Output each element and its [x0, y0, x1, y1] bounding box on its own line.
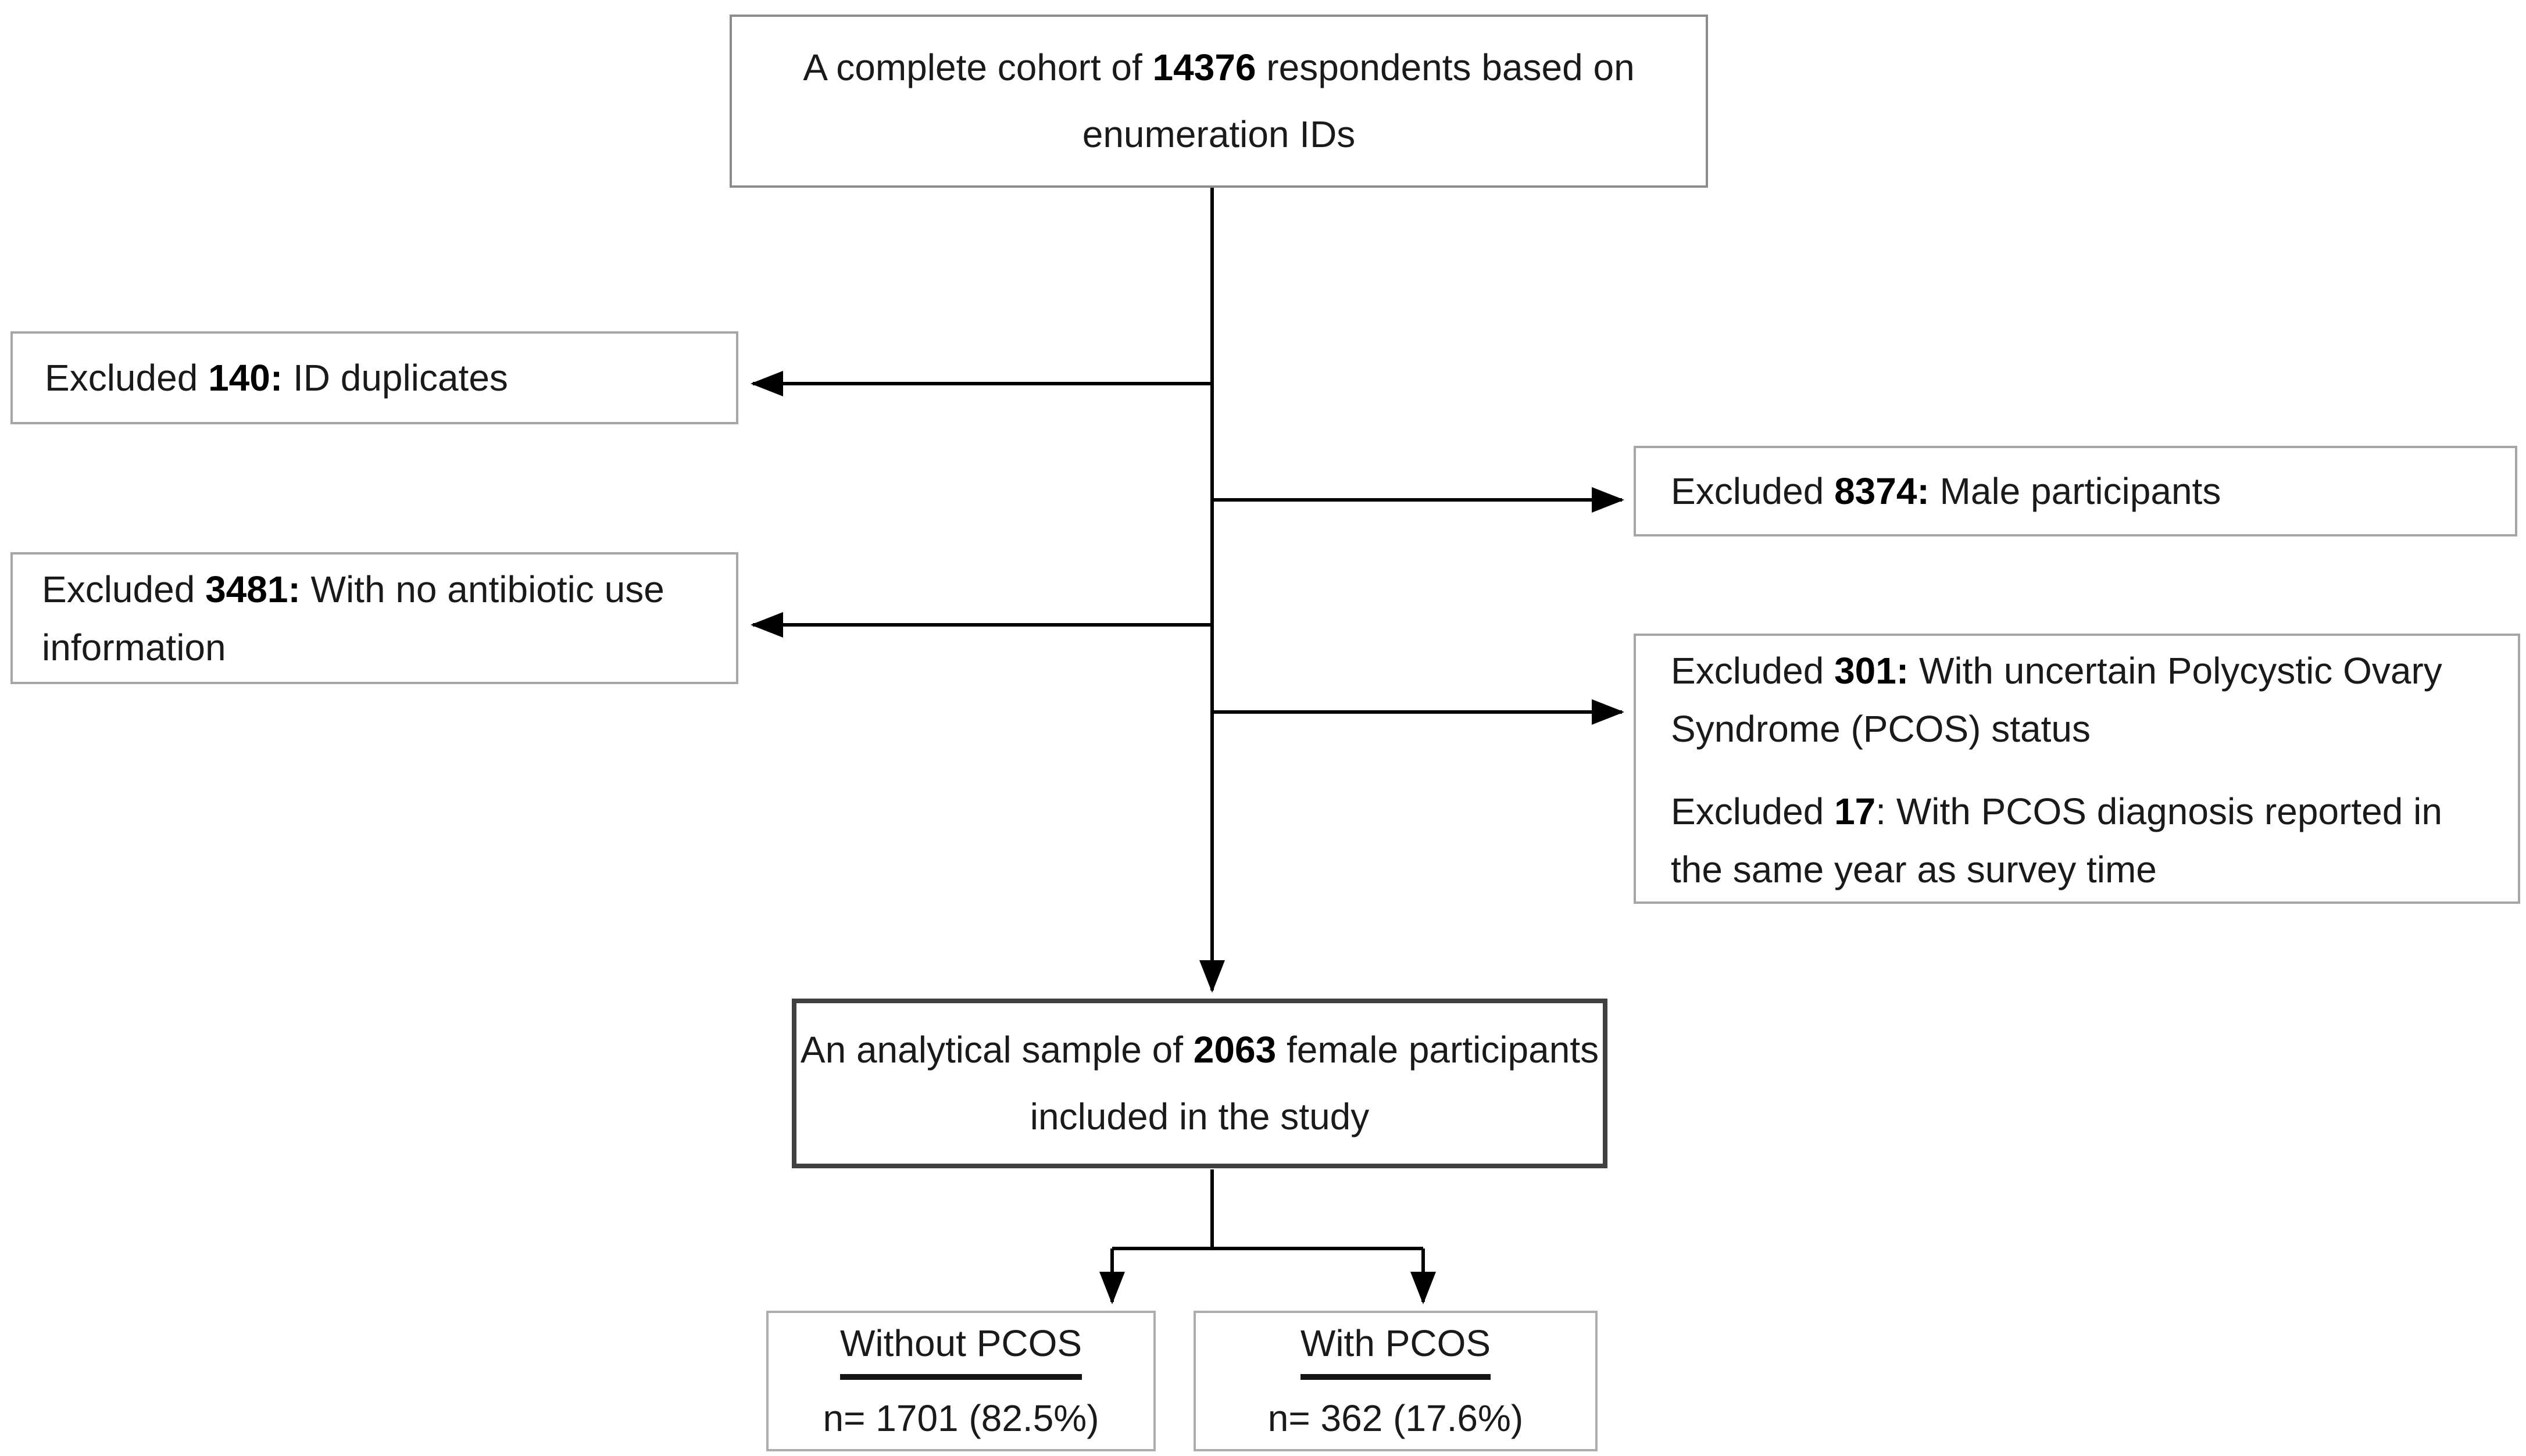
box-with-pcos: With PCOS n= 362 (17.6%): [1194, 1311, 1598, 1451]
split-connector: [1112, 1169, 1423, 1250]
excluded-id-text: Excluded 140: ID duplicates: [45, 351, 736, 405]
without-pcos-count: n= 1701 (82.5%): [823, 1397, 1099, 1439]
excluded-male-text: Excluded 8374: Male participants: [1671, 464, 2515, 518]
box-excluded-id-duplicates: Excluded 140: ID duplicates: [10, 331, 738, 424]
excluded-pcos-status-pre: Excluded: [1671, 650, 1835, 692]
box-excluded-antibiotic: Excluded 3481: With no antibiotic use in…: [10, 552, 738, 684]
excluded-antibiotic-text: Excluded 3481: With no antibiotic use in…: [42, 560, 736, 677]
excluded-male-count: 8374:: [1834, 470, 1930, 512]
cohort-text: A complete cohort of 14376 respondents b…: [732, 34, 1706, 168]
box-without-pcos: Without PCOS n= 1701 (82.5%): [766, 1311, 1156, 1451]
cohort-text-pre: A complete cohort of: [803, 46, 1153, 88]
with-pcos-count: n= 362 (17.6%): [1267, 1397, 1524, 1439]
excluded-pcos-status-post: With uncertain Polycystic Ovary Syndrome…: [1671, 650, 2442, 750]
excluded-pcos-year-post: : With PCOS diagnosis reported in the sa…: [1671, 790, 2442, 890]
with-pcos-title: With PCOS: [1300, 1317, 1491, 1380]
cohort-text-post: respondents based on enumeration IDs: [1082, 46, 1635, 155]
excluded-pcos-year-text: Excluded 17: With PCOS diagnosis reporte…: [1671, 782, 2495, 899]
excluded-id-post: ID duplicates: [283, 356, 508, 399]
excluded-pcos-year-pre: Excluded: [1671, 790, 1835, 832]
excluded-antibiotic-count: 3481:: [205, 568, 301, 610]
without-pcos-title: Without PCOS: [839, 1317, 1082, 1380]
excluded-pcos-year-count: 17: [1834, 790, 1876, 832]
analytical-pre: An analytical sample of: [800, 1029, 1194, 1071]
box-complete-cohort: A complete cohort of 14376 respondents b…: [730, 15, 1708, 188]
box-excluded-pcos: Excluded 301: With uncertain Polycystic …: [1634, 634, 2520, 904]
excluded-male-pre: Excluded: [1671, 470, 1835, 512]
analytical-count: 2063: [1193, 1029, 1277, 1071]
box-excluded-male: Excluded 8374: Male participants: [1634, 446, 2517, 536]
excluded-pcos-status-text: Excluded 301: With uncertain Polycystic …: [1671, 642, 2495, 758]
excluded-male-post: Male participants: [1929, 470, 2221, 512]
cohort-count: 14376: [1152, 46, 1256, 88]
excluded-antibiotic-pre: Excluded: [42, 568, 206, 610]
excluded-id-pre: Excluded: [45, 356, 209, 399]
analytical-text: An analytical sample of 2063 female part…: [796, 1017, 1603, 1150]
excluded-pcos-status-count: 301:: [1834, 650, 1909, 692]
analytical-post: female participants included in the stud…: [1030, 1029, 1599, 1137]
excluded-id-count: 140:: [208, 356, 283, 399]
box-analytical-sample: An analytical sample of 2063 female part…: [792, 999, 1607, 1168]
excluded-antibiotic-post: With no antibiotic use information: [42, 568, 664, 668]
